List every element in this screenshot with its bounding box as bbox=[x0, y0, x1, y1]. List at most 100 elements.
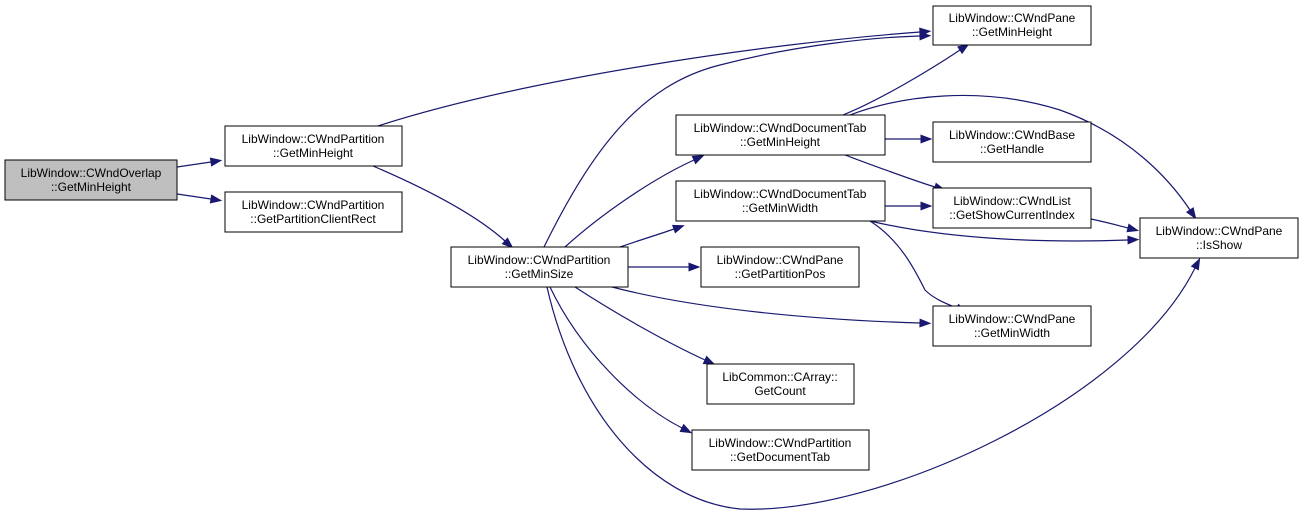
edge-line bbox=[619, 228, 675, 248]
node-pane-isshow[interactable]: LibWindow::CWndPane ::IsShow bbox=[1139, 217, 1299, 259]
node-box bbox=[706, 363, 855, 405]
edge-line bbox=[844, 154, 936, 188]
node-list-getshowcurrentindex[interactable]: LibWindow::CWndList ::GetShowCurrentInde… bbox=[932, 187, 1092, 229]
edge-documenttab-getminheight-to-base-gethandle bbox=[885, 134, 933, 144]
edge-arrowhead bbox=[702, 355, 716, 365]
node-box bbox=[932, 187, 1092, 229]
node-label-line1: LibWindow::CWndBase bbox=[949, 128, 1075, 142]
node-box bbox=[450, 246, 629, 288]
edge-arrowhead bbox=[957, 43, 970, 55]
edge-line bbox=[869, 220, 1129, 242]
edge-partition-getminsize-to-pane-getminheight bbox=[543, 31, 932, 248]
node-label-line1: LibWindow::CWndPane bbox=[1156, 224, 1283, 238]
node-label-line1: LibWindow::CWndPartition bbox=[242, 198, 385, 212]
edge-line bbox=[564, 159, 695, 248]
node-label-line2: ::GetMinHeight bbox=[51, 180, 132, 194]
node-documenttab-getminheight[interactable]: LibWindow::CWndDocumentTab ::GetMinHeigh… bbox=[675, 114, 886, 156]
node-label-line1: LibWindow::CWndPartition bbox=[709, 436, 852, 450]
node-label-line2: ::GetMinWidth bbox=[974, 326, 1050, 340]
node-label-line2: ::GetShowCurrentIndex bbox=[949, 208, 1074, 222]
node-label-line2: ::GetMinHeight bbox=[740, 135, 821, 149]
edge-documenttab-getminwidth-to-list-getshowcurrentindex bbox=[885, 201, 933, 211]
node-box bbox=[932, 121, 1092, 163]
edge-arrowhead bbox=[691, 155, 705, 165]
edges-layer bbox=[176, 27, 1201, 510]
node-label-line2: ::IsShow bbox=[1196, 238, 1242, 252]
node-label-line2: ::GetMinWidth bbox=[742, 201, 818, 215]
edge-line bbox=[611, 286, 921, 324]
edge-arrowhead bbox=[209, 157, 223, 167]
node-label-line2: ::GetDocumentTab bbox=[730, 450, 830, 464]
edge-partition-getminsize-to-documenttab-getminheight bbox=[564, 155, 705, 248]
edge-arrowhead bbox=[1127, 235, 1140, 245]
node-carray-getcount[interactable]: LibCommon::CArray:: GetCount bbox=[706, 363, 855, 405]
node-box bbox=[675, 180, 886, 222]
node-base-gethandle[interactable]: LibWindow::CWndBase ::GetHandle bbox=[932, 121, 1092, 163]
edge-line bbox=[176, 161, 212, 168]
edge-arrowhead bbox=[920, 134, 933, 144]
edge-arrowhead bbox=[209, 194, 223, 204]
node-label-line1: LibWindow::CWndPartition bbox=[242, 132, 385, 146]
edge-line bbox=[574, 286, 706, 361]
node-label-line2: ::GetMinHeight bbox=[273, 146, 354, 160]
edge-partition-getminsize-to-partition-getdocumenttab bbox=[549, 286, 693, 434]
node-label-line1: LibWindow::CWndPane bbox=[949, 11, 1076, 25]
edge-line bbox=[546, 267, 1196, 510]
node-box bbox=[932, 305, 1092, 347]
node-documenttab-getminwidth[interactable]: LibWindow::CWndDocumentTab ::GetMinWidth bbox=[675, 180, 886, 222]
edge-arrowhead bbox=[671, 224, 685, 234]
edge-partition-getminheight-to-pane-getminheight bbox=[377, 27, 932, 127]
node-box bbox=[700, 246, 860, 288]
node-box bbox=[932, 5, 1092, 46]
node-label-line2: ::GetMinHeight bbox=[972, 25, 1053, 39]
edge-overlap-getminheight-to-partition-getminheight bbox=[176, 157, 223, 168]
node-box bbox=[1139, 217, 1299, 259]
node-label-line1: LibWindow::CWndList bbox=[953, 194, 1071, 208]
node-box bbox=[691, 429, 870, 471]
node-label-line2: ::GetPartitionPos bbox=[735, 267, 826, 281]
node-pane-getminwidth[interactable]: LibWindow::CWndPane ::GetMinWidth bbox=[932, 305, 1092, 347]
edge-line bbox=[549, 286, 683, 429]
node-box bbox=[4, 159, 178, 201]
edge-line bbox=[377, 31, 921, 127]
node-label-line2: ::GetHandle bbox=[980, 142, 1044, 156]
node-label-line1: LibWindow::CWndDocumentTab bbox=[694, 187, 867, 201]
node-label-line2: ::GetMinSize bbox=[505, 267, 574, 281]
edge-arrowhead bbox=[1185, 207, 1197, 220]
edge-arrowhead bbox=[1190, 257, 1201, 271]
edge-overlap-getminheight-to-partition-getpartitionclientrect bbox=[176, 193, 223, 204]
node-partition-getminsize[interactable]: LibWindow::CWndPartition ::GetMinSize bbox=[450, 246, 629, 288]
node-box bbox=[224, 125, 403, 167]
node-label-line1: LibWindow::CWndPane bbox=[717, 253, 844, 267]
edge-partition-getminsize-to-carray-getcount bbox=[574, 286, 716, 365]
edge-documenttab-getminwidth-to-pane-isshow bbox=[869, 220, 1140, 245]
edge-arrowhead bbox=[1126, 223, 1140, 233]
node-pane-getminheight[interactable]: LibWindow::CWndPane ::GetMinHeight bbox=[932, 5, 1092, 46]
node-box bbox=[224, 191, 403, 233]
node-pane-getpartitionpos[interactable]: LibWindow::CWndPane ::GetPartitionPos bbox=[700, 246, 860, 288]
node-label-line2: GetCount bbox=[754, 384, 806, 398]
node-partition-getpartitionclientrect[interactable]: LibWindow::CWndPartition ::GetPartitionC… bbox=[224, 191, 403, 233]
node-label-line2: ::GetPartitionClientRect bbox=[250, 212, 376, 226]
node-partition-getminheight[interactable]: LibWindow::CWndPartition ::GetMinHeight bbox=[224, 125, 403, 167]
node-label-line1: LibWindow::CWndOverlap bbox=[21, 166, 162, 180]
edge-documenttab-getminheight-to-pane-isshow bbox=[849, 94, 1197, 220]
node-label-line1: LibWindow::CWndPartition bbox=[468, 253, 611, 267]
edge-line bbox=[849, 94, 1191, 211]
node-partition-getdocumenttab[interactable]: LibWindow::CWndPartition ::GetDocumentTa… bbox=[691, 429, 870, 471]
edge-line bbox=[1090, 218, 1129, 229]
edge-partition-getminsize-to-pane-isshow bbox=[546, 257, 1201, 510]
node-label-line1: LibWindow::CWndDocumentTab bbox=[694, 121, 867, 135]
edge-line bbox=[176, 193, 212, 200]
edge-line bbox=[869, 220, 958, 309]
node-label-line1: LibCommon::CArray:: bbox=[722, 370, 837, 384]
edge-arrowhead bbox=[688, 262, 701, 272]
node-label-line1: LibWindow::CWndPane bbox=[949, 312, 1076, 326]
edge-documenttab-getminheight-to-pane-getminheight bbox=[842, 43, 970, 116]
edge-arrowhead bbox=[919, 31, 932, 41]
edge-line bbox=[543, 35, 921, 248]
node-overlap-getminheight[interactable]: LibWindow::CWndOverlap ::GetMinHeight bbox=[4, 159, 178, 201]
edge-arrowhead bbox=[920, 201, 933, 211]
edge-list-getshowcurrentindex-to-pane-isshow bbox=[1090, 218, 1140, 233]
